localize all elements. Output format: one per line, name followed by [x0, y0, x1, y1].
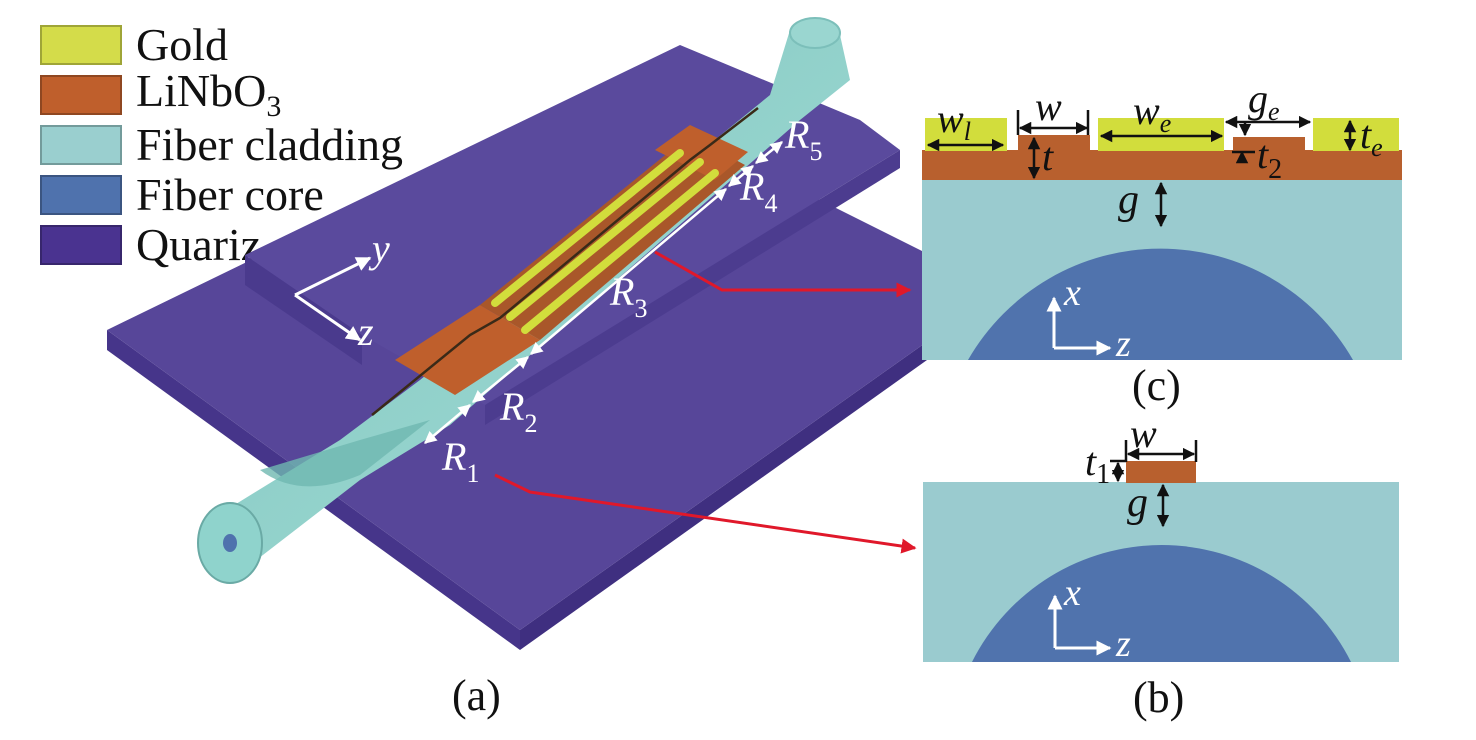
legend-label-text: LiNbO — [136, 64, 267, 116]
t1-label: t1 — [1085, 439, 1110, 490]
legend-item-quartz: Quariz — [40, 220, 403, 270]
dimension-labels-b: w t1 g — [1085, 411, 1157, 526]
gold-swatch — [40, 25, 122, 65]
core-swatch — [40, 175, 122, 215]
legend-label: Gold — [136, 19, 228, 70]
caption-c: (c) — [1132, 361, 1181, 410]
gold-electrode-right — [1313, 118, 1399, 151]
r3-arrow — [530, 188, 727, 355]
panel-b-cross-section: w t1 g x z (b) — [923, 411, 1399, 722]
axes-c: x z — [1046, 272, 1131, 365]
legend-label-sub: 3 — [266, 90, 282, 124]
x-axis-label-c: x — [1063, 272, 1081, 314]
caption-a: (a) — [452, 671, 501, 720]
r4-label: R4 — [739, 164, 777, 218]
linbo3-input-taper — [395, 305, 540, 395]
r4-arrow — [728, 165, 754, 187]
we-label: we — [1133, 88, 1171, 138]
r1-arrow — [424, 404, 471, 444]
g-label-b: g — [1127, 480, 1148, 526]
legend-label: Fiber core — [136, 169, 324, 220]
caption-b: (b) — [1133, 673, 1184, 722]
fiber-bent-shadow — [260, 420, 430, 487]
ge-label: ge — [1248, 76, 1280, 126]
linbo3-rib-left — [1018, 135, 1090, 151]
legend-label: LiNbO3 — [136, 64, 282, 124]
legend-item-fiber-core: Fiber core — [40, 170, 403, 220]
core-c — [968, 248, 1353, 360]
x-axis-label-b: x — [1063, 572, 1081, 614]
legend-item-linbo3: LiNbO3 — [40, 64, 403, 124]
t-label: t — [1042, 134, 1054, 179]
g-label-c: g — [1118, 177, 1139, 223]
panel-c-cross-section: wl w we ge te t t2 g x z (c) — [922, 76, 1402, 410]
r5-label: R5 — [784, 112, 822, 166]
r5-arrow — [755, 141, 783, 164]
w-label-c: w — [1035, 84, 1062, 129]
legend: Gold LiNbO3 Fiber cladding Fiber core Qu… — [40, 20, 403, 270]
core-b — [972, 545, 1351, 662]
t2-label: t2 — [1257, 132, 1282, 185]
r1-label: R1 — [441, 434, 479, 488]
region-arrows — [424, 141, 783, 444]
y-axis-label: y — [368, 226, 390, 271]
quartz-base-side-right — [520, 290, 1000, 650]
fiber-core-end — [223, 534, 237, 552]
dimension-arrows-c — [926, 110, 1357, 228]
legend-label: Quariz — [136, 219, 262, 270]
linbo3-rib-right — [1233, 137, 1305, 151]
quartz-platform-side — [245, 255, 362, 365]
z-axis-label: z — [357, 309, 374, 354]
linbo3-strip-b — [1126, 461, 1196, 483]
wl-label: wl — [937, 96, 971, 146]
legend-label: Fiber cladding — [136, 119, 403, 170]
pointer-to-panel-b — [494, 473, 917, 554]
r3-label: R3 — [609, 269, 647, 323]
linbo3-swatch — [40, 75, 122, 115]
axes-3d: y z — [294, 226, 390, 354]
panel-a-device: y z R1 R2 R3 R4 R5 (a) — [107, 17, 1000, 720]
r2-arrow — [472, 356, 529, 403]
dimension-arrows-b — [1110, 440, 1198, 528]
pointer-to-panel-c — [654, 250, 912, 298]
fiber-far-end — [789, 17, 841, 49]
r2-label: R2 — [499, 384, 537, 438]
z-axis-label-c: z — [1115, 323, 1131, 365]
te-label: te — [1360, 112, 1383, 162]
z-axis-label-b: z — [1115, 623, 1131, 665]
cladding-swatch — [40, 125, 122, 165]
z-axis-arrow — [294, 293, 362, 342]
y-axis-arrow — [294, 256, 372, 297]
axes-b: x z — [1047, 572, 1131, 665]
region-labels: R1 R2 R3 R4 R5 — [441, 112, 822, 488]
w-label-b: w — [1130, 411, 1157, 456]
dimension-labels-c: wl w we ge te t t2 g — [937, 76, 1383, 223]
linbo3-slab-c — [922, 150, 1402, 180]
quartz-swatch — [40, 225, 122, 265]
legend-item-fiber-cladding: Fiber cladding — [40, 120, 403, 170]
legend-item-gold: Gold — [40, 20, 403, 70]
